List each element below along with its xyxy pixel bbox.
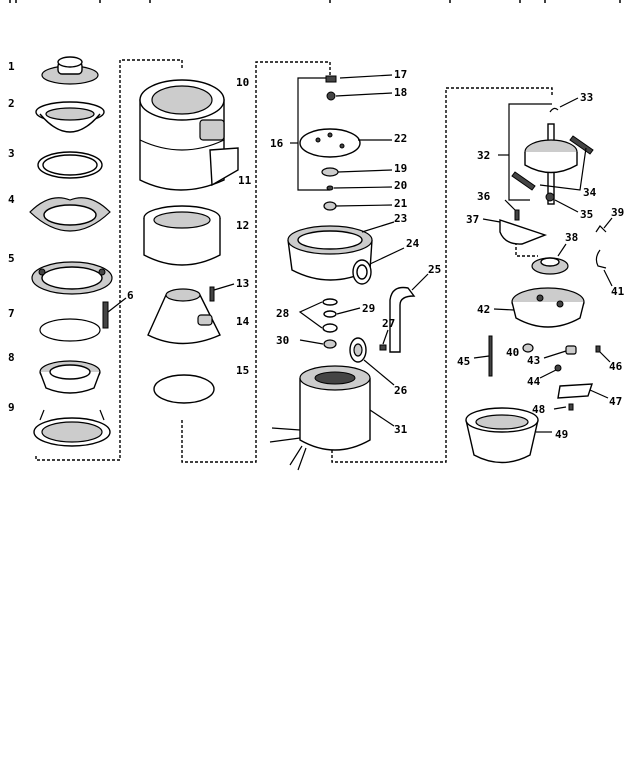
callout-35: 35 — [580, 208, 593, 221]
part-4-backup-ring — [29, 197, 111, 232]
part-9-mounting-assembly — [33, 409, 111, 447]
callout-17: 17 — [394, 68, 407, 81]
part-10-hopper — [139, 79, 225, 191]
part-14-tailpipe-cone — [147, 288, 221, 345]
part-28-30-washers — [298, 298, 361, 349]
callout-41: 41 — [611, 285, 625, 298]
callout-18: 18 — [394, 86, 407, 99]
part-8-baffle — [39, 360, 101, 394]
callout-42: 42 — [477, 303, 490, 316]
callout-26: 26 — [394, 384, 408, 397]
callout-33: 33 — [580, 91, 593, 104]
callout-2: 2 — [8, 97, 15, 110]
part-34-35-callout-lines — [539, 147, 587, 213]
callout-1: 1 — [8, 60, 15, 73]
callout-28: 28 — [276, 307, 289, 320]
part-45-pin — [473, 335, 493, 377]
callout-44: 44 — [527, 375, 541, 388]
callout-21: 21 — [394, 197, 408, 210]
callout-40: 40 — [506, 346, 519, 359]
part-24-gasket — [352, 247, 405, 285]
callout-7: 7 — [8, 307, 15, 320]
part-16-bracket — [290, 77, 330, 191]
part-19-21-washers — [321, 167, 393, 211]
callout-16: 16 — [270, 137, 284, 150]
part-13-screw — [209, 283, 235, 302]
callout-27: 27 — [382, 317, 395, 330]
part-15-gasket — [153, 374, 215, 404]
callout-9: 9 — [8, 401, 15, 414]
callout-36: 36 — [477, 190, 491, 203]
part-26-gasket — [349, 337, 395, 386]
part-25-discharge-elbow — [389, 273, 429, 353]
callout-39: 39 — [611, 206, 624, 219]
callout-19: 19 — [394, 162, 407, 175]
part-12-sound-baffle — [143, 205, 221, 266]
callout-15: 15 — [236, 364, 249, 377]
part-48-screw — [553, 403, 574, 411]
callout-32: 32 — [477, 149, 490, 162]
part-39-clip — [595, 217, 613, 233]
part-27-screw — [379, 329, 389, 351]
callout-24: 24 — [406, 237, 420, 250]
part-6-screw — [102, 297, 127, 329]
part-11-dishwasher-inlet — [209, 147, 239, 187]
callout-38: 38 — [565, 231, 578, 244]
part-5-mounting-ring — [31, 261, 113, 295]
part-41-clip — [595, 249, 613, 287]
callout-11: 11 — [238, 174, 252, 187]
part-36-screw — [504, 199, 520, 221]
callout-14: 14 — [236, 315, 250, 328]
callout-6: 6 — [127, 289, 134, 302]
callout-37: 37 — [466, 213, 479, 226]
callout-4: 4 — [8, 193, 15, 206]
part-32-flywheel-assembly — [498, 103, 594, 205]
part-2-sink-flange — [35, 101, 105, 133]
callout-23: 23 — [394, 212, 407, 225]
part-33-clip — [549, 97, 579, 113]
callout-25: 25 — [428, 263, 441, 276]
part-38-overload-switch — [531, 243, 569, 275]
part-42-end-frame — [493, 287, 585, 328]
part-17-18-fasteners — [325, 74, 393, 101]
callout-30: 30 — [276, 334, 289, 347]
callout-labels: 1 2 3 4 5 6 7 8 9 10 11 12 13 14 15 16 1… — [8, 60, 625, 441]
callout-13: 13 — [236, 277, 249, 290]
callout-34: 34 — [583, 186, 597, 199]
part-3-gasket — [37, 151, 103, 179]
part-37-bracket-plate — [482, 218, 548, 245]
part-1-stopper — [41, 56, 99, 85]
top-edge-marks — [9, 0, 621, 3]
part-49-bottom-shield — [465, 407, 552, 464]
callout-5: 5 — [8, 252, 15, 265]
part-31-motor — [269, 365, 395, 471]
part-40-43-44-46-small-parts — [522, 343, 611, 379]
callout-12: 12 — [236, 219, 249, 232]
callout-48: 48 — [532, 403, 545, 416]
callout-20: 20 — [394, 179, 407, 192]
callout-47: 47 — [609, 395, 622, 408]
callout-43: 43 — [527, 354, 540, 367]
callout-45: 45 — [457, 355, 470, 368]
callout-8: 8 — [8, 351, 15, 364]
callout-29: 29 — [362, 302, 375, 315]
part-7-snap-ring — [39, 318, 101, 342]
callout-22: 22 — [394, 132, 407, 145]
callout-46: 46 — [609, 360, 623, 373]
part-23-grinding-chamber — [287, 221, 395, 281]
callout-49: 49 — [555, 428, 568, 441]
callout-3: 3 — [8, 147, 15, 160]
callout-31: 31 — [394, 423, 408, 436]
callout-10: 10 — [236, 76, 249, 89]
part-22-turntable-plate — [299, 128, 392, 158]
part-47-plate — [557, 383, 609, 399]
